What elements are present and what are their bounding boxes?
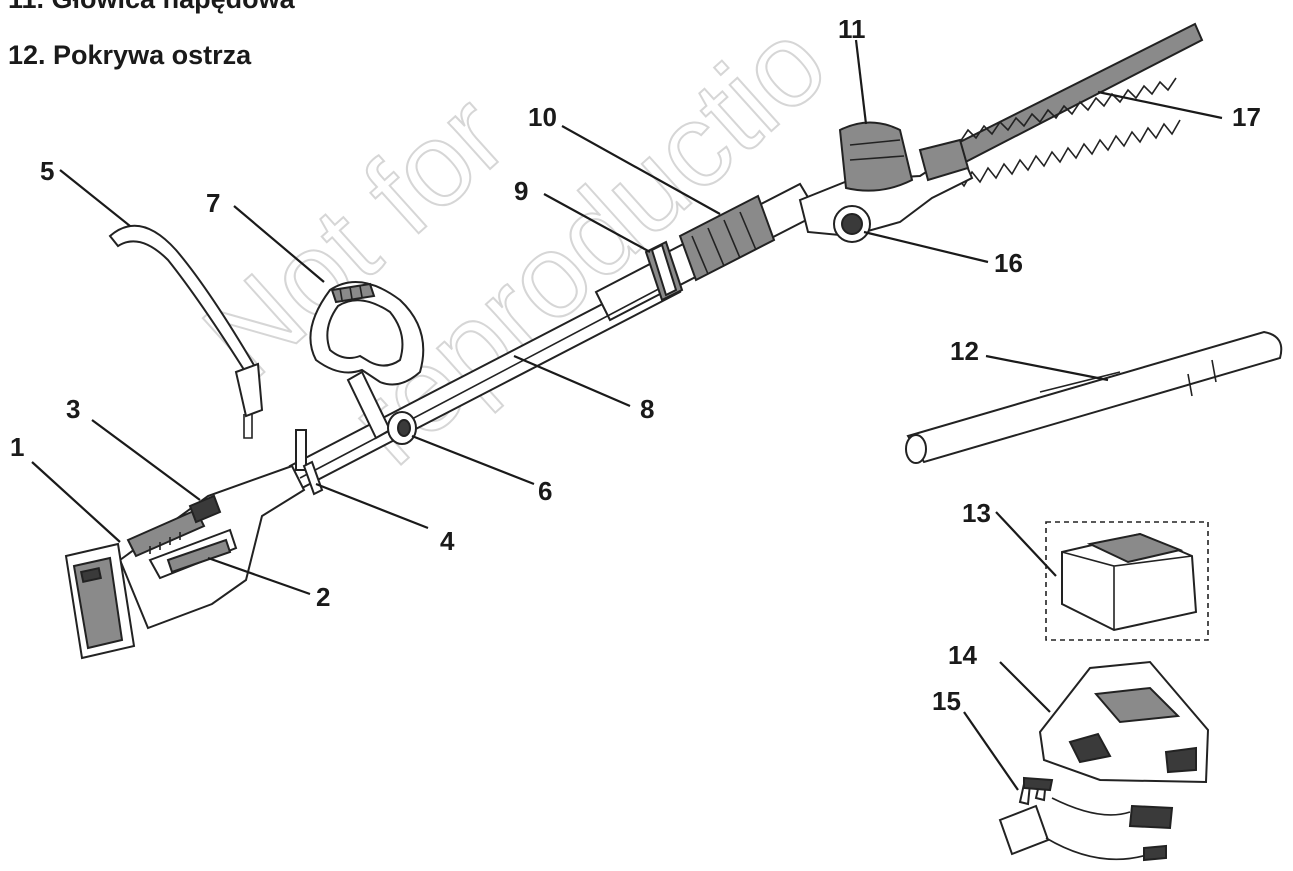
callout-6: 6 xyxy=(538,476,552,506)
handle-knob xyxy=(387,411,417,445)
shoulder-strap xyxy=(108,224,264,439)
leader-lines xyxy=(31,39,1223,791)
callout-13: 13 xyxy=(962,498,991,528)
callout-9: 9 xyxy=(514,176,528,206)
callout-numbers: 1 2 3 4 5 6 7 8 9 10 11 12 13 14 15 16 1… xyxy=(10,14,1261,716)
lock-off-button xyxy=(188,494,222,524)
callout-14: 14 xyxy=(948,640,977,670)
callout-5: 5 xyxy=(40,156,54,186)
strap-hook xyxy=(295,429,324,496)
charger xyxy=(1038,660,1210,784)
callout-10: 10 xyxy=(528,102,557,132)
heading-blade-cover: 12. Pokrywa ostrza xyxy=(8,40,252,70)
callout-4: 4 xyxy=(440,526,455,556)
trigger xyxy=(166,538,232,574)
shaft-lock-collar xyxy=(644,240,684,302)
callout-3: 3 xyxy=(66,394,80,424)
callout-7: 7 xyxy=(206,188,220,218)
power-adapter xyxy=(998,776,1174,862)
callout-16: 16 xyxy=(994,248,1023,278)
heading-drive-head: 11. Głowica napędowa xyxy=(8,0,295,15)
drive-head xyxy=(798,121,974,238)
auxiliary-handle xyxy=(309,281,425,440)
callout-15: 15 xyxy=(932,686,961,716)
callout-12: 12 xyxy=(950,336,979,366)
angle-adjust-button xyxy=(833,205,871,243)
callout-1: 1 xyxy=(10,432,24,462)
spare-battery xyxy=(1045,521,1209,641)
callout-2: 2 xyxy=(316,582,330,612)
callout-8: 8 xyxy=(640,394,654,424)
extension-grip xyxy=(678,194,776,282)
battery-pack-on-tool xyxy=(64,542,136,660)
blade-cover xyxy=(905,330,1283,464)
callout-11: 11 xyxy=(838,14,866,44)
callout-17: 17 xyxy=(1232,102,1261,132)
